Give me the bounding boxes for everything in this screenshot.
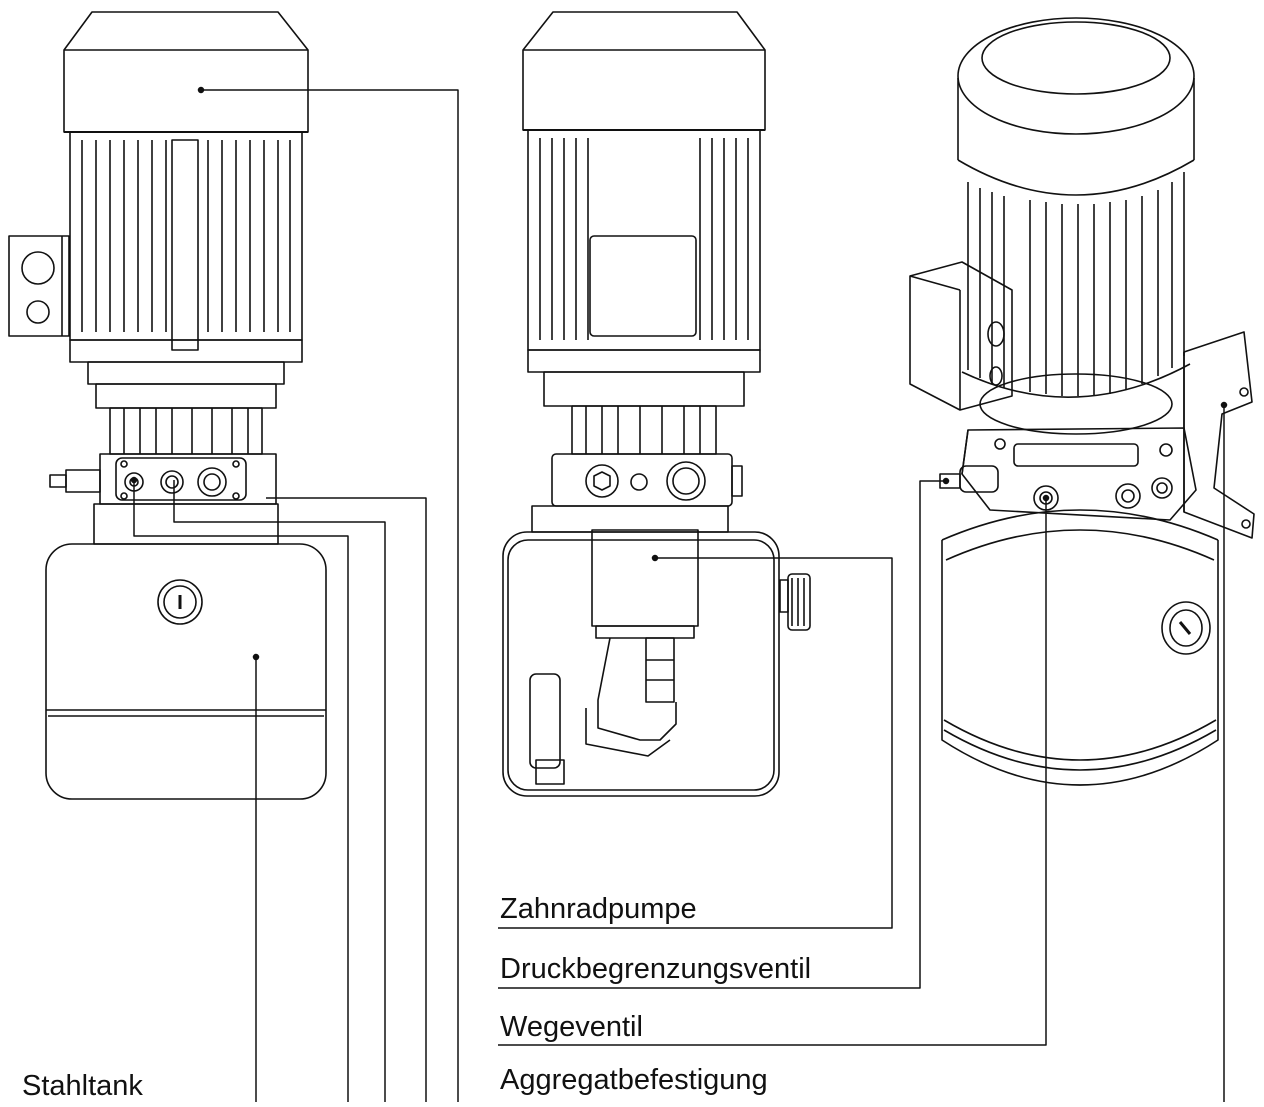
left-motor-body [69, 131, 303, 351]
right-terminal-box [909, 261, 1013, 411]
middle-motor-body [527, 129, 761, 351]
leader-motor [197, 86, 459, 1102]
left-tank-neck [93, 503, 279, 545]
label-druckbegrenzungsventil: Druckbegrenzungsventil [500, 953, 812, 985]
leader-wegeventil [498, 494, 1050, 1046]
middle-valve-block [551, 453, 743, 507]
leader-druckbegrenzungsventil [498, 477, 950, 989]
left-flange [69, 339, 303, 455]
leader-aggregatbefestigung [1220, 401, 1228, 1102]
left-terminal-box [8, 235, 70, 337]
right-valve-block [939, 427, 1197, 521]
leader-port-left-2 [130, 476, 349, 1102]
right-motor [957, 17, 1195, 435]
right-mounting-bracket [1183, 331, 1255, 539]
middle-view-unit [502, 11, 811, 797]
leader-stahltank [252, 653, 260, 1102]
right-view-unit [909, 17, 1255, 786]
middle-motor-cover [522, 11, 766, 131]
label-wegeventil: Wegeventil [500, 1011, 643, 1043]
middle-flange [527, 349, 761, 455]
label-zahnradpumpe: Zahnradpumpe [500, 893, 697, 925]
right-steel-tank [941, 509, 1219, 786]
left-view-unit [8, 11, 327, 800]
left-motor-cover [63, 11, 309, 133]
leader-relief-valve-left [266, 497, 427, 1102]
label-stahltank: Stahltank [22, 1070, 143, 1102]
leader-port-left-1 [173, 480, 386, 1102]
left-steel-tank [45, 543, 327, 800]
leader-zahnradpumpe [498, 554, 893, 929]
left-valve-block [49, 453, 277, 505]
middle-steel-tank [502, 505, 811, 797]
label-aggregatbefestigung: Aggregatbefestigung [500, 1064, 768, 1096]
middle-gear-pump [529, 529, 699, 785]
leader-lines [130, 86, 1228, 1102]
